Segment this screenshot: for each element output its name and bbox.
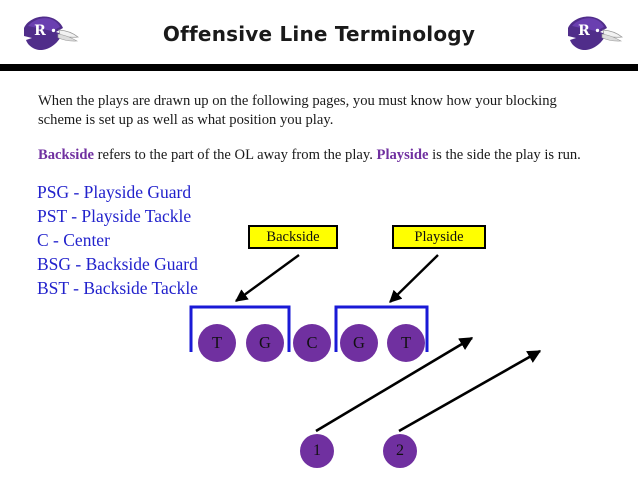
callout-label-playside: Playside (392, 225, 486, 249)
keyword-backside: Backside (38, 147, 94, 163)
line-player-psg: G (340, 324, 378, 362)
terminology-list: PSG - Playside Guard PST - Playside Tack… (37, 180, 267, 300)
ravens-logo-icon-right: R (562, 12, 624, 56)
line-player-pst: T (387, 324, 425, 362)
defender-1: 1 (300, 434, 334, 468)
line-player-center: C (293, 324, 331, 362)
definition-middle-text: refers to the part of the OL away from t… (93, 147, 377, 163)
definition-tail-text: is the side the play is run. (428, 147, 581, 163)
playside-callout-arrow (389, 254, 439, 303)
defender-2: 2 (383, 434, 417, 468)
line-player-bsg: G (246, 324, 284, 362)
line-player-bst: T (198, 324, 236, 362)
svg-text:R: R (34, 23, 46, 39)
defender-2-path-arrow (398, 349, 542, 433)
header-divider (0, 64, 638, 71)
list-item: C - Center (37, 230, 110, 250)
list-item: BSG - Backside Guard (37, 254, 198, 274)
ravens-logo-icon-left: R (18, 12, 80, 56)
intro-paragraph: When the plays are drawn up on the follo… (38, 93, 557, 128)
list-item: BST - Backside Tackle (37, 278, 198, 298)
callout-label-backside: Backside (248, 225, 338, 249)
page-title: Offensive Line Terminology (162, 22, 476, 46)
slide-header: R Offensive Line Terminology R (0, 0, 638, 66)
list-item: PSG - Playside Guard (37, 182, 192, 202)
definition-line: Backside refers to the part of the OL aw… (38, 146, 610, 165)
svg-text:R: R (578, 23, 590, 39)
list-item: PST - Playside Tackle (37, 206, 192, 226)
keyword-playside: Playside (376, 147, 429, 163)
